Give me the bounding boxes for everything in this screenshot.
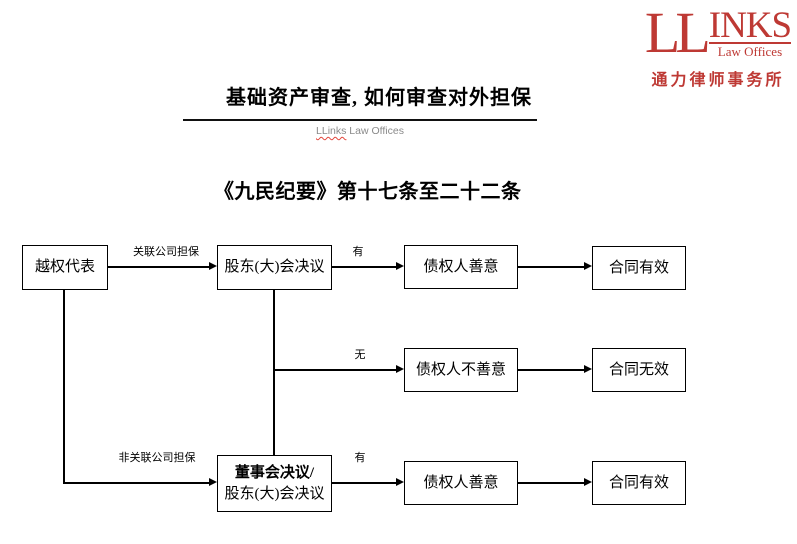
arrow-to-contract-valid-2: [518, 482, 585, 484]
node-contract-invalid: 合同无效: [592, 348, 686, 392]
logo-law-offices-text: Law Offices: [708, 42, 792, 59]
arrow-to-contract-invalid: [518, 369, 585, 371]
edge-label-has-1: 有: [352, 246, 364, 258]
subtitle-llinks: LLinks: [316, 125, 347, 137]
arrowhead: [584, 262, 592, 270]
node-shareholders-meeting-resolution: 股东(大)会决议: [217, 245, 332, 290]
arrowhead: [396, 478, 404, 486]
arrowhead: [209, 262, 217, 270]
logo-ll-letters: LL: [644, 0, 711, 65]
edge-label-none: 无: [354, 349, 366, 361]
arrow-no-resolution: [274, 369, 397, 371]
node-creditor-good-faith-1: 债权人善意: [404, 245, 518, 289]
page-title: 基础资产审查, 如何审查对外担保: [226, 87, 532, 109]
arrowhead: [209, 478, 217, 486]
logo-wordmark: LL INKS Law Offices: [645, 3, 792, 61]
arrowhead: [396, 365, 404, 373]
node-creditor-good-faith-2: 债权人善意: [404, 461, 518, 505]
arrowhead: [584, 478, 592, 486]
arrow-to-contract-valid-1: [518, 266, 585, 268]
node-line1: 董事会决议/: [234, 465, 315, 482]
logo-inks-letters: INKS: [708, 5, 792, 46]
node-line2: 股东(大)会决议: [224, 485, 325, 502]
subtitle: LLinks Law Offices: [183, 125, 537, 137]
node-ultra-vires-representation: 越权代表: [22, 245, 108, 290]
llinks-logo: LL INKS Law Offices 通力律师事务所: [645, 3, 792, 90]
arrowhead: [584, 365, 592, 373]
connector-shareholders-drop: [273, 290, 275, 455]
node-board-or-shareholders-resolution: 董事会决议/ 股东(大)会决议: [217, 455, 332, 512]
subtitle-law-offices: Law Offices: [346, 125, 404, 137]
edge-label-has-2: 有: [354, 452, 366, 464]
title-divider-line: [183, 119, 537, 121]
connector-ultra-vires-drop: [63, 290, 65, 484]
arrow-unrelated-guarantee: [63, 482, 210, 484]
node-contract-valid-2: 合同有效: [592, 461, 686, 505]
arrow-has-resolution-1: [332, 266, 397, 268]
arrow-has-resolution-2: [332, 482, 397, 484]
node-creditor-bad-faith: 债权人不善意: [404, 348, 518, 392]
section-heading: 《九民纪要》第十七条至二十二条: [214, 181, 522, 203]
node-contract-valid-1: 合同有效: [592, 246, 686, 290]
edge-label-related-company-guarantee: 关联公司担保: [133, 246, 199, 258]
arrow-related-guarantee: [108, 266, 210, 268]
edge-label-unrelated-company-guarantee: 非关联公司担保: [118, 452, 196, 464]
arrowhead: [396, 262, 404, 270]
logo-chinese-name: 通力律师事务所: [651, 71, 785, 89]
